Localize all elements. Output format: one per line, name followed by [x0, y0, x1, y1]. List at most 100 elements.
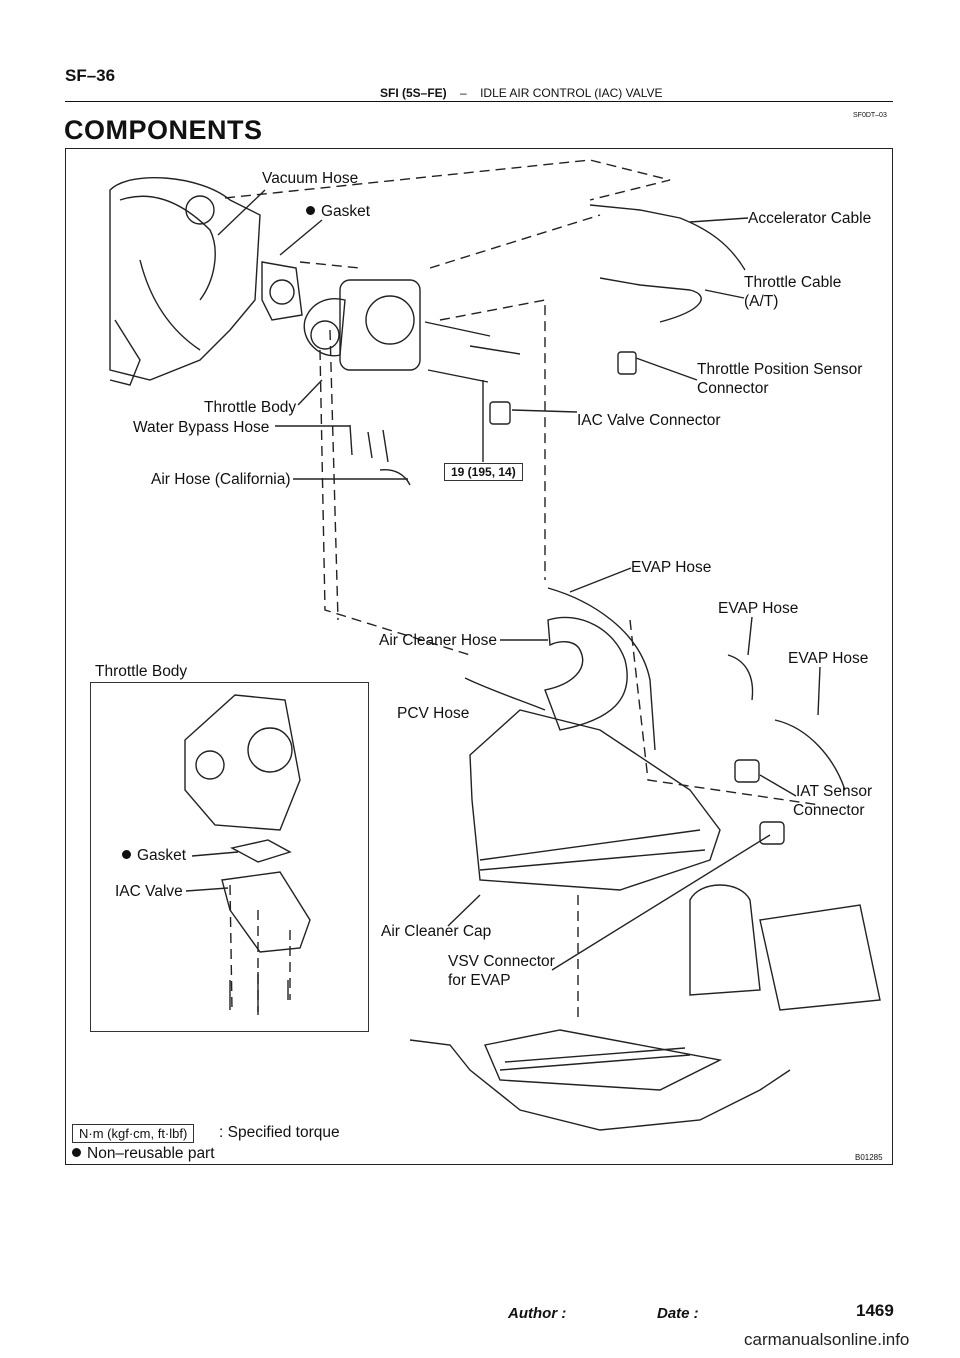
label-pcv-hose: PCV Hose: [397, 705, 470, 722]
label-throttle-body-inset: Throttle Body: [95, 663, 188, 680]
section-title: SFI (5S–FE): [380, 86, 447, 100]
label-air-cleaner-cap: Air Cleaner Cap: [381, 923, 492, 940]
inset-iac-valve-shape: [221, 871, 311, 953]
leader-tps-connector: [635, 357, 698, 381]
non-reusable-bullet-icon: [72, 1148, 81, 1157]
figure-frame: [65, 148, 893, 1165]
gasket-hole: [269, 279, 295, 305]
manifold-tube-2: [139, 259, 201, 351]
torque-spec-box: 19 (195, 14): [444, 463, 523, 481]
label-vacuum-hose: Vacuum Hose: [262, 170, 359, 187]
date-label-text: Date :: [657, 1305, 699, 1322]
bolt-2: [427, 369, 489, 383]
inset-throttle-body: [184, 694, 301, 831]
leader-evap-3: [817, 666, 821, 716]
pcv-hose-shape: [464, 677, 546, 711]
non-reusable-bullet-icon: [306, 206, 315, 215]
leader-throttle-body: [297, 379, 323, 406]
inset-throttle-bore: [247, 727, 293, 773]
evap-hose-3-shape: [774, 719, 846, 791]
air-cleaner-cap-ribs: [479, 829, 706, 871]
reservoir-shape: [759, 904, 881, 1011]
footer-watermark: carmanualsonline.info: [744, 1330, 910, 1349]
legend-torque-unit: N·m (kgf·cm, ft·lbf): [72, 1124, 195, 1143]
tps-connector-shape: [617, 351, 637, 375]
label-throttle-body: Throttle Body: [204, 399, 297, 416]
gasket-top-text: Gasket: [321, 203, 371, 220]
label-tps-connector-line2: Connector: [697, 380, 769, 397]
manifold-bracket: [109, 319, 141, 386]
evap-hose-2-shape: [727, 654, 754, 701]
iac-connector-shape: [489, 401, 511, 425]
canister-shape: [689, 884, 761, 996]
evap-hose-1-shape: [547, 587, 656, 751]
running-header: SFI (5S–FE) – IDLE AIR CONTROL (IAC) VAL…: [380, 86, 663, 100]
dash-line-3: [429, 214, 601, 269]
bay-edge: [409, 1039, 791, 1131]
dash-line-7: [629, 619, 821, 806]
water-bypass-hose-shape: [349, 424, 389, 463]
label-throttle-cable-line1: Throttle Cable: [744, 274, 842, 291]
label-air-cleaner-hose: Air Cleaner Hose: [379, 632, 498, 649]
leader-vacuum-hose: [217, 189, 266, 236]
label-throttle-cable-line2: (A/T): [744, 293, 779, 310]
legend-torque-desc: : Specified torque: [219, 1124, 340, 1141]
leader-accelerator-cable: [689, 217, 749, 223]
leader-air-cleaner-cap: [447, 894, 481, 927]
header-rule: [65, 101, 893, 102]
legend-non-reusable: Non–reusable part: [72, 1144, 215, 1164]
footer-date-label: Date :: [657, 1305, 699, 1322]
figure-id: B01285: [855, 1153, 883, 1162]
label-gasket-top: Gasket: [306, 202, 370, 222]
label-tps-connector-line1: Throttle Position Sensor: [697, 361, 863, 378]
throttle-bore: [365, 295, 415, 345]
leader-gasket-top: [279, 219, 323, 256]
label-vsv-connector-line1: VSV Connector: [448, 953, 555, 970]
inset-pulley: [195, 750, 225, 780]
dash-line-6: [329, 329, 339, 621]
label-iac-valve: IAC Valve: [115, 883, 183, 900]
non-reusable-bullet-icon: [122, 850, 131, 859]
inset-frame: [90, 682, 369, 1032]
leader-vsv: [551, 834, 771, 971]
inset-gasket-shape: [230, 839, 292, 863]
dash-line-1: [224, 159, 671, 201]
label-evap-hose-3: EVAP Hose: [788, 650, 869, 667]
label-evap-hose-2: EVAP Hose: [718, 600, 799, 617]
page-title: COMPONENTS: [64, 115, 263, 145]
label-gasket-inset: Gasket: [122, 846, 186, 866]
label-accelerator-cable: Accelerator Cable: [748, 210, 872, 227]
throttle-cable-shape: [599, 277, 702, 323]
bolt-1: [424, 321, 491, 337]
header-separator: –: [460, 86, 467, 100]
manifold-tube-1: [119, 195, 216, 301]
dash-line-4: [439, 299, 546, 580]
air-cleaner-cap-shape: [469, 709, 721, 891]
intake-manifold-outline: [109, 176, 261, 381]
iat-connector-shape: [734, 759, 760, 783]
dash-line-2: [299, 261, 361, 269]
label-air-hose-california: Air Hose (California): [151, 471, 291, 488]
label-evap-hose-1: EVAP Hose: [631, 559, 712, 576]
leader-gasket-inset: [191, 851, 239, 857]
gasket-inset-text: Gasket: [137, 847, 187, 864]
filter-pleats: [499, 1047, 691, 1071]
legend-non-reusable-text: Non–reusable part: [87, 1145, 215, 1162]
accelerator-cable-shape: [589, 204, 746, 271]
air-cleaner-hose-shape: [544, 616, 628, 731]
air-filter-shape: [484, 1029, 723, 1091]
label-water-bypass-hose: Water Bypass Hose: [133, 419, 270, 436]
label-iac-valve-connector: IAC Valve Connector: [577, 412, 721, 429]
author-label-text: Author :: [508, 1305, 567, 1322]
leader-iac-valve: [185, 887, 229, 892]
leader-iat-sensor: [759, 774, 797, 797]
throttle-pulley: [310, 320, 340, 350]
dash-line-5: [319, 349, 471, 656]
leader-throttle-cable: [704, 289, 745, 299]
gasket-top-shape: [261, 261, 303, 321]
leader-evap-1: [569, 567, 632, 593]
label-iat-sensor-line2: Connector: [793, 802, 865, 819]
reference-code: SF0DT–03: [853, 112, 887, 119]
leader-iac-connector: [511, 409, 578, 413]
